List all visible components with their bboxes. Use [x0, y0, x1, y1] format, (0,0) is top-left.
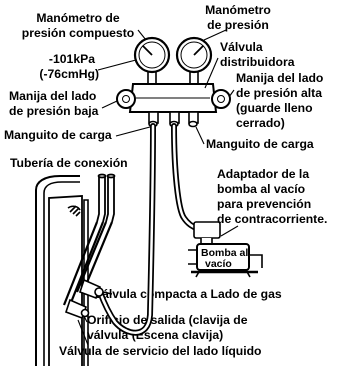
svg-text:Tubería de conexión: Tubería de conexión	[10, 156, 128, 170]
svg-text:Manija del lado: Manija del lado	[9, 89, 96, 103]
label-high-side-handle: Manija del lado de presión alta (guarde …	[236, 71, 323, 130]
svg-text:de presión baja: de presión baja	[9, 104, 99, 118]
svg-text:para prevención: para prevención	[217, 197, 311, 211]
svg-text:vacío: vacío	[205, 258, 232, 270]
svg-text:Orificio de salida (clavija de: Orificio de salida (clavija de	[87, 313, 248, 327]
label-liquid-side-valve: Válvula de servicio del lado líquido	[59, 344, 262, 358]
pressure-gauge-icon	[175, 36, 213, 74]
distributor-valve-body	[128, 83, 218, 113]
gas-side-valve-icon	[78, 278, 113, 300]
high-side-handle-icon	[211, 89, 231, 109]
connection-pipes	[62, 173, 116, 306]
svg-text:presión compuesto: presión compuesto	[22, 26, 134, 40]
label-charge-hose-right: Manguito de carga	[206, 137, 314, 151]
svg-text:-101kPa: -101kPa	[49, 52, 95, 66]
svg-text:Válvula de servicio del lado l: Válvula de servicio del lado líquido	[59, 344, 262, 358]
low-side-handle-icon	[116, 89, 136, 109]
label-gas-side-valve: Válvula compacta a Lado de gas	[94, 287, 282, 301]
svg-text:Adaptador de la: Adaptador de la	[217, 167, 309, 181]
label-outlet-port: Orificio de salida (clavija de válvula (…	[87, 313, 248, 342]
label-charge-hose-left: Manguito de carga	[4, 128, 112, 142]
label-compound-gauge: Manómetro de presión compuesto	[22, 11, 134, 40]
svg-text:cerrado): cerrado)	[236, 116, 285, 130]
svg-text:Válvula compacta a Lado de gas: Válvula compacta a Lado de gas	[94, 287, 282, 301]
manifold-gauge-set	[116, 36, 231, 128]
svg-text:(guarde lleno: (guarde lleno	[236, 101, 313, 115]
wiring-bundle-icon	[67, 205, 81, 217]
svg-text:Manguito de carga: Manguito de carga	[206, 137, 314, 151]
svg-text:válvula (Escena clavija): válvula (Escena clavija)	[87, 328, 223, 342]
svg-text:distribuidora: distribuidora	[220, 55, 295, 69]
label-distributor-valve: Válvula distribuidora	[220, 40, 295, 69]
vacuum-pump-icon: Bomba al vacío	[188, 221, 263, 278]
svg-text:Manija del lado: Manija del lado	[236, 71, 323, 85]
svg-text:Válvula: Válvula	[220, 40, 263, 54]
charge-hoses	[97, 123, 199, 336]
svg-text:de contracorriente.: de contracorriente.	[217, 212, 327, 226]
svg-text:de presión: de presión	[207, 18, 269, 32]
svg-text:Manguito de carga: Manguito de carga	[4, 128, 112, 142]
leader-lines	[97, 29, 239, 237]
svg-text:Manómetro de: Manómetro de	[36, 11, 120, 25]
svg-text:Bomba al: Bomba al	[201, 247, 248, 259]
label-pressure-gauge: Manómetro de presión	[205, 3, 271, 32]
label-vacuum-reading: -101kPa (-76cmHg)	[39, 52, 99, 81]
liquid-side-valve-icon	[64, 298, 90, 320]
svg-text:(-76cmHg): (-76cmHg)	[39, 67, 99, 81]
compound-gauge-icon	[133, 36, 171, 74]
label-connection-pipe: Tubería de conexión	[10, 156, 128, 170]
vacuum-adapter-icon	[193, 221, 221, 239]
svg-text:de presión alta: de presión alta	[236, 86, 322, 100]
label-vacuum-adapter: Adaptador de la bomba al vacío para prev…	[217, 167, 327, 226]
outdoor-unit	[35, 175, 89, 366]
svg-text:Manómetro: Manómetro	[205, 3, 271, 17]
svg-text:bomba al vacío: bomba al vacío	[217, 182, 305, 196]
label-low-side-handle: Manija del lado de presión baja	[9, 89, 99, 118]
service-valves	[64, 278, 113, 346]
